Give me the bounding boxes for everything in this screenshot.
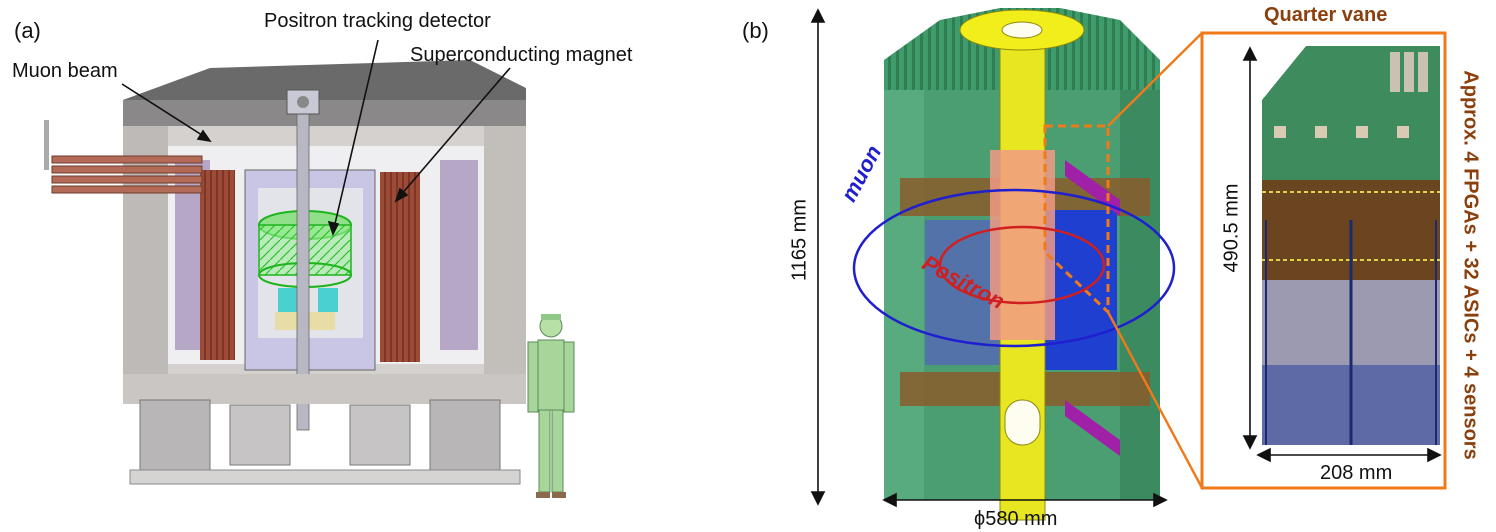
detector-drawing bbox=[884, 8, 1160, 521]
magnet-drawing bbox=[44, 60, 526, 485]
height-dimension bbox=[810, 8, 826, 506]
vane-note-label: Approx. 4 FPGAs + 32 ASICs + 4 sensors bbox=[1459, 70, 1482, 460]
muon-beam-label: Muon beam bbox=[12, 60, 118, 82]
magnet-label: Superconducting magnet bbox=[410, 44, 633, 66]
diameter-dimension bbox=[882, 492, 1168, 508]
tracking-detector-label: Positron tracking detector bbox=[264, 10, 491, 32]
positron-orbit bbox=[938, 225, 1106, 305]
quarter-vane-title: Quarter vane bbox=[1264, 4, 1388, 26]
vane-height-dimension bbox=[1242, 46, 1258, 450]
diameter-label: ϕ580 mm bbox=[974, 508, 1058, 530]
panel-a-tag: (a) bbox=[14, 18, 41, 43]
vane-height-label: 490.5 mm bbox=[1220, 183, 1243, 273]
quarter-vane-image bbox=[1262, 46, 1440, 445]
muon-orbit bbox=[852, 188, 1176, 348]
height-label: 1165 mm bbox=[788, 199, 811, 281]
vane-width-dimension bbox=[1256, 447, 1442, 463]
vane-width-label: 208 mm bbox=[1320, 462, 1393, 484]
zoom-lines bbox=[1106, 32, 1204, 489]
person-figure bbox=[527, 314, 575, 498]
panel-b-tag: (b) bbox=[742, 18, 769, 43]
callout-arrows-a bbox=[121, 39, 511, 237]
